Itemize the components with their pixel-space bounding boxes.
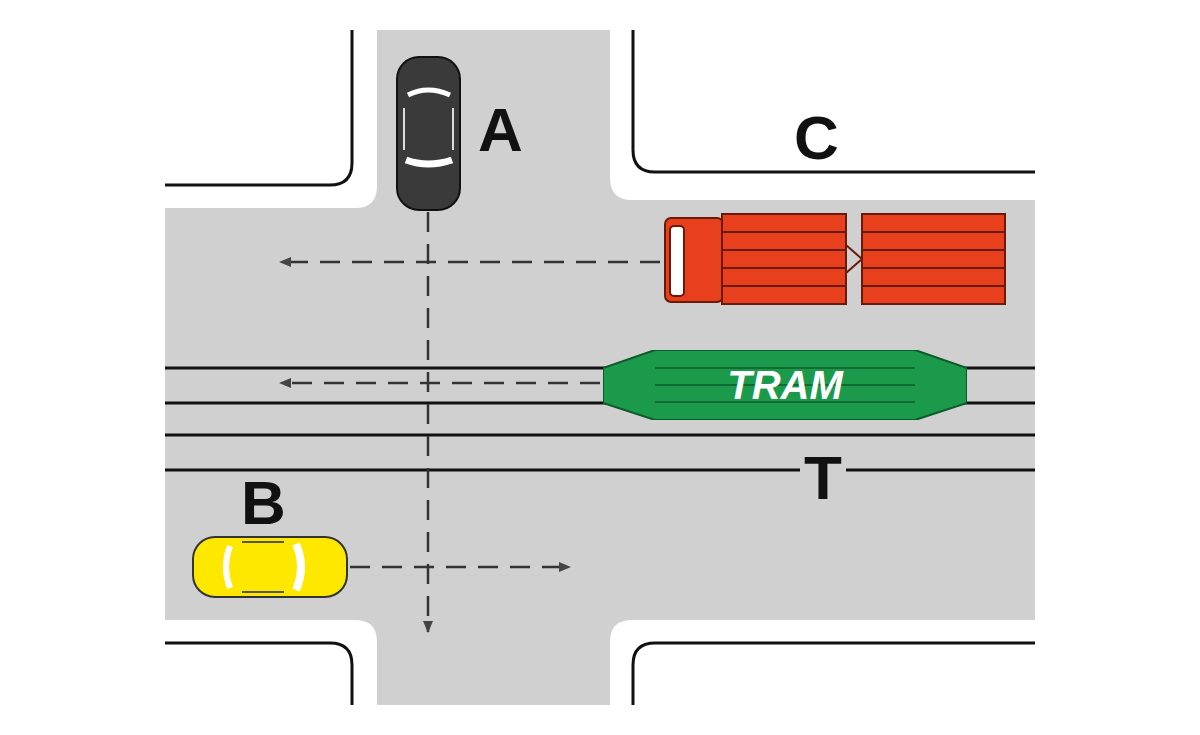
vehicle-label: TRAM — [727, 365, 843, 405]
vehicle-letter: A — [478, 99, 523, 161]
vehicle-letter: T — [800, 445, 846, 511]
road-surface — [165, 30, 1035, 705]
truck-c — [665, 214, 1005, 304]
vehicle-letter: C — [794, 107, 839, 169]
curb-lines — [165, 30, 1035, 705]
vehicle-letter: B — [241, 472, 286, 534]
car-b — [193, 537, 347, 597]
tram-vehicle: TRAM — [603, 350, 967, 420]
car-a — [397, 57, 460, 210]
